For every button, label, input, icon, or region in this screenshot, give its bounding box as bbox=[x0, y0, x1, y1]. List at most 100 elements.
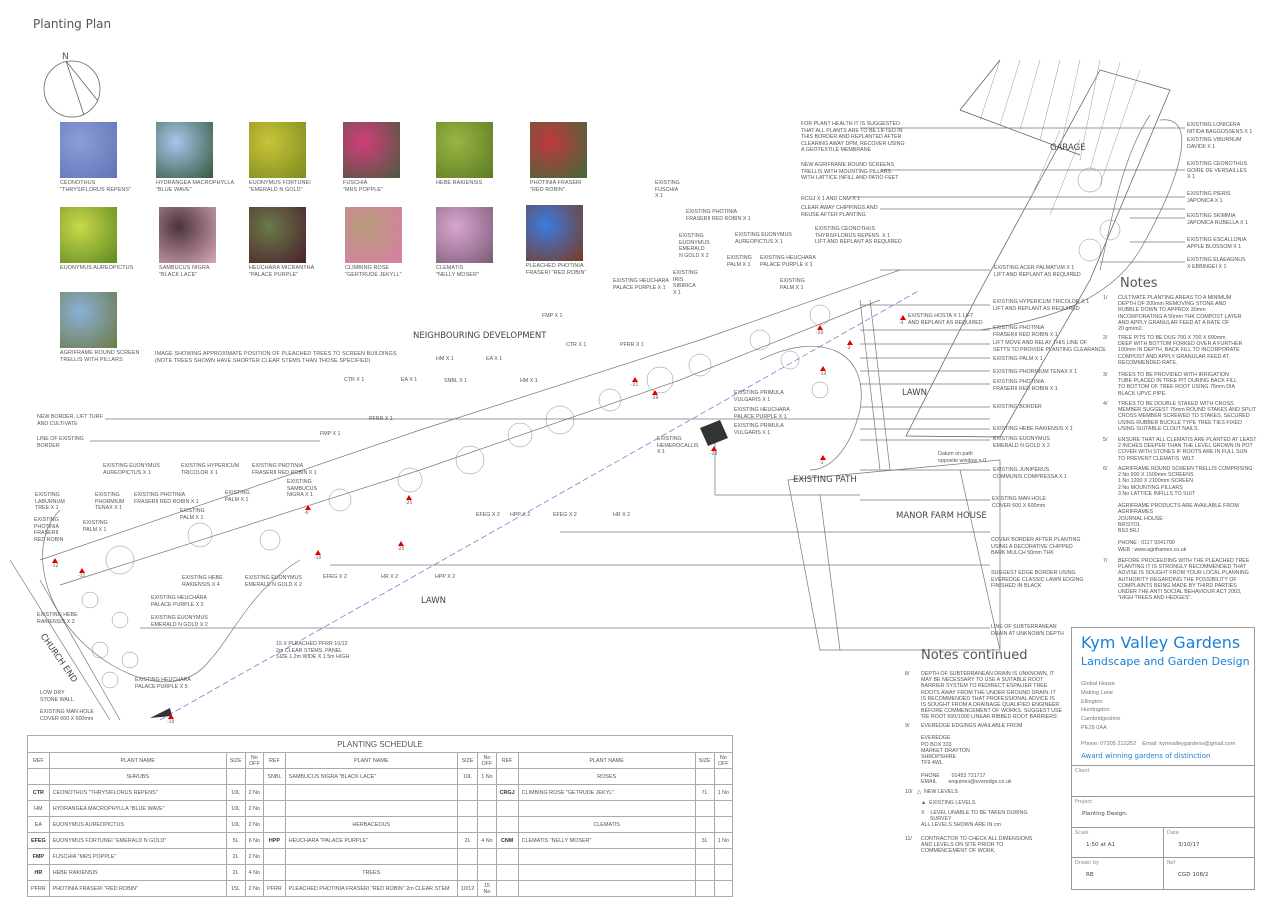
schedule-header: SIZE bbox=[456, 752, 479, 769]
plan-annotation-label: EXISTING HOSTA X 1 LIFT AND REPLANT AS R… bbox=[908, 313, 983, 326]
notes-title: Notes bbox=[1120, 276, 1158, 291]
lawn-label: LAWN bbox=[902, 388, 928, 398]
schedule-size: 10/12 bbox=[456, 880, 479, 897]
plant-photo-caption: CEONOTHUS "THRYSIFLORUS REPENS" bbox=[60, 180, 132, 193]
manhole-icon bbox=[150, 708, 172, 718]
drawn-by-label: Drawn by bbox=[1075, 860, 1099, 866]
note-number: 10/ bbox=[905, 789, 913, 795]
level-value: -12 bbox=[51, 564, 59, 569]
level-value: -10 bbox=[167, 720, 175, 725]
plan-annotation-label: EFEG X 2 bbox=[476, 512, 500, 518]
plan-annotation-label: EXISTING PALM X 1 bbox=[83, 520, 108, 533]
schedule-size: 10L bbox=[225, 800, 246, 817]
plan-annotation-label: NEW BORDER, LIFT TURF AND CULTIVATE bbox=[37, 414, 103, 427]
schedule-size: 7L bbox=[694, 784, 715, 801]
plant-photo-caption: EUONYMUS FORTUNEI "EMERALD N GOLD" bbox=[249, 180, 311, 193]
schedule-size bbox=[456, 800, 479, 817]
plan-annotation-label: EXISTING IRIS SIBIRICA X 1 bbox=[673, 270, 698, 296]
plant-photo-caption: AGRIFRAME ROUND SCREEN TRELLIS WITH PILL… bbox=[60, 350, 140, 363]
scale-label: Scale bbox=[1075, 830, 1089, 836]
schedule-plant-name: SHRUBS bbox=[48, 768, 227, 785]
schedule-size bbox=[456, 784, 479, 801]
plan-annotation-label: EXISTING EUONYMUS AUREOPICTUS X 1 bbox=[103, 463, 160, 476]
plan-annotation-label: SUGGEST EDGE BORDER USING EVEREDGE CLASS… bbox=[991, 570, 1084, 590]
existing-level-marker-icon bbox=[632, 377, 638, 382]
plant-photo-caption: PHOTINIA FRASERI "RED ROBIN" bbox=[530, 180, 582, 193]
schedule-size: 3L bbox=[694, 832, 715, 849]
schedule-header: REF bbox=[27, 752, 50, 769]
schedule-ref bbox=[263, 848, 286, 865]
plan-annotation-label: Datum on path opposite window = 0 bbox=[938, 451, 987, 464]
schedule-quantity bbox=[477, 848, 497, 865]
note-number: 2/ bbox=[1103, 335, 1108, 341]
note-number: 8/ bbox=[905, 671, 910, 677]
note-text: X LEVEL UNABLE TO BE TAKEN DURING SURVEY… bbox=[921, 810, 1028, 829]
scale-value: 1:50 at A1 bbox=[1086, 842, 1116, 848]
plan-annotation-label: FMP X 1 bbox=[542, 313, 563, 319]
schedule-plant-name: FUSCHIA "MRS POPPLE" bbox=[48, 848, 227, 865]
ref-value: CGD 108/2 bbox=[1178, 872, 1209, 878]
schedule-ref bbox=[495, 768, 519, 785]
plan-annotation-label: EXISTING HEBE RAKIENSIS X 1 bbox=[993, 426, 1073, 432]
schedule-ref: PFRR bbox=[27, 880, 50, 897]
plan-annotation-label: HR X 2 bbox=[613, 512, 631, 518]
plan-annotation-label: EXISTING CEONOTHUS THYRSIFLORUS REPENS X… bbox=[815, 226, 902, 246]
plan-annotation-label: EXISTING LONICERA NITIDA BAGGOSSENS X 1 bbox=[1187, 122, 1253, 135]
note-text: △ NEW LEVELS bbox=[917, 789, 958, 795]
schedule-size: 2L bbox=[225, 864, 246, 881]
schedule-plant-name: EUONYMUS AUREOPICTUS bbox=[48, 816, 227, 833]
schedule-size bbox=[694, 848, 715, 865]
schedule-quantity: 2 No bbox=[244, 848, 265, 865]
plan-annotation-label: FMP X 1 bbox=[320, 431, 341, 437]
schedule-size bbox=[456, 816, 479, 833]
schedule-quantity: 6 No bbox=[244, 832, 265, 849]
plan-annotation-label: EXISTING ESCALLONIA APPLE BLOSSOM X 1 bbox=[1187, 237, 1247, 250]
plant-photo-caption: HEBE RAKIENSIS bbox=[436, 180, 483, 186]
plan-annotation-label: EXISTING EUONYMUS EMERALD N GOLD X 2 bbox=[993, 436, 1050, 449]
plan-annotation-label: EXISTING JUNIPERUS COMMUNIS COMPRESSA X … bbox=[993, 467, 1067, 480]
note-text: TREES TO BE PROVIDED WITH IRRIGATION TUB… bbox=[1118, 372, 1238, 397]
plan-annotation-label: RCGJ X 1 AND CNM X 1 bbox=[801, 196, 861, 202]
plan-annotation-label: EXISTING HEBE RAKIENSIS X 2 bbox=[37, 612, 78, 625]
plan-annotation-label: EXISTING MAN HOLE COVER 600 X 600mm bbox=[40, 709, 94, 722]
plant-photo-caption: CLIMBING ROSE "GERTRUDE JEKYLL" bbox=[345, 265, 402, 278]
garage-label: GARAGE bbox=[1050, 143, 1086, 153]
plan-annotation-label: EFEG X 2 bbox=[323, 574, 347, 580]
existing-level-marker-icon bbox=[79, 568, 85, 573]
plan-annotation-label: EXISTING HEUCHARA PALACE PURPLE X 5 bbox=[135, 677, 191, 690]
plan-annotation-label: HR X 2 bbox=[381, 574, 399, 580]
plan-annotation-label: COVER BORDER AFTER PLANTING USING A DECO… bbox=[991, 537, 1081, 557]
schedule-title: PLANTING SCHEDULE bbox=[27, 735, 733, 753]
plant-photo bbox=[530, 122, 587, 178]
plan-annotation-label: PFRR X 1 bbox=[620, 342, 644, 348]
schedule-size bbox=[456, 864, 479, 881]
note-text: EVEREDGE EDGINGS AVAILABLE FROM EVEREDGE… bbox=[921, 723, 1023, 785]
page-title: Planting Plan bbox=[33, 17, 112, 31]
plan-annotation-label: CLEAR AWAY CHIPPINGS AND REUSE AFTER PLA… bbox=[801, 205, 878, 218]
plan-annotation-label: CTR X 1 bbox=[566, 342, 587, 348]
plan-annotation-label: LIFT MOVE AND RELAY THIS LINE OF SETTS T… bbox=[993, 340, 1106, 353]
plan-annotation-label: EXISTING FUSCHIA X 1 bbox=[655, 180, 680, 200]
level-value: -21 bbox=[631, 383, 639, 388]
note-number: 11/ bbox=[905, 836, 912, 842]
level-value: -3 bbox=[819, 461, 824, 466]
pleached-note: IMAGE SHOWING APPROXIMATE POSITION OF PL… bbox=[155, 351, 397, 364]
plan-annotation-label: EXISTING PRIMULA VULGARIS X 1 bbox=[734, 390, 784, 403]
plan-annotation-label: EXISTING PALM X 1 bbox=[780, 278, 805, 291]
schedule-ref: EFEG bbox=[27, 832, 50, 849]
schedule-size: 15L bbox=[225, 880, 246, 897]
existing-level-marker-icon bbox=[52, 558, 58, 563]
schedule-size: 10L bbox=[225, 784, 246, 801]
schedule-quantity bbox=[477, 800, 497, 817]
plan-annotation-label: EXISTING HEUCHARA PALACE PURPLE X 1 bbox=[613, 278, 669, 291]
note-text: CULTIVATE PLANTING AREAS TO A MINIMUM DE… bbox=[1118, 295, 1242, 333]
schedule-size bbox=[694, 864, 715, 881]
plant-photo-caption: FUSCHIA "MRS POPPLE" bbox=[343, 180, 384, 193]
level-value: -29 bbox=[651, 396, 659, 401]
plan-annotation-label: EXISTING PHORMIUM TENAX X 1 bbox=[95, 492, 125, 512]
level-value: -28 bbox=[710, 452, 718, 457]
manhole-icon bbox=[700, 420, 728, 446]
schedule-plant-name: PHOTINIA FRASERI "RED ROBIN" bbox=[48, 880, 227, 897]
plan-annotation-label: SNBL X 1 bbox=[444, 378, 468, 384]
